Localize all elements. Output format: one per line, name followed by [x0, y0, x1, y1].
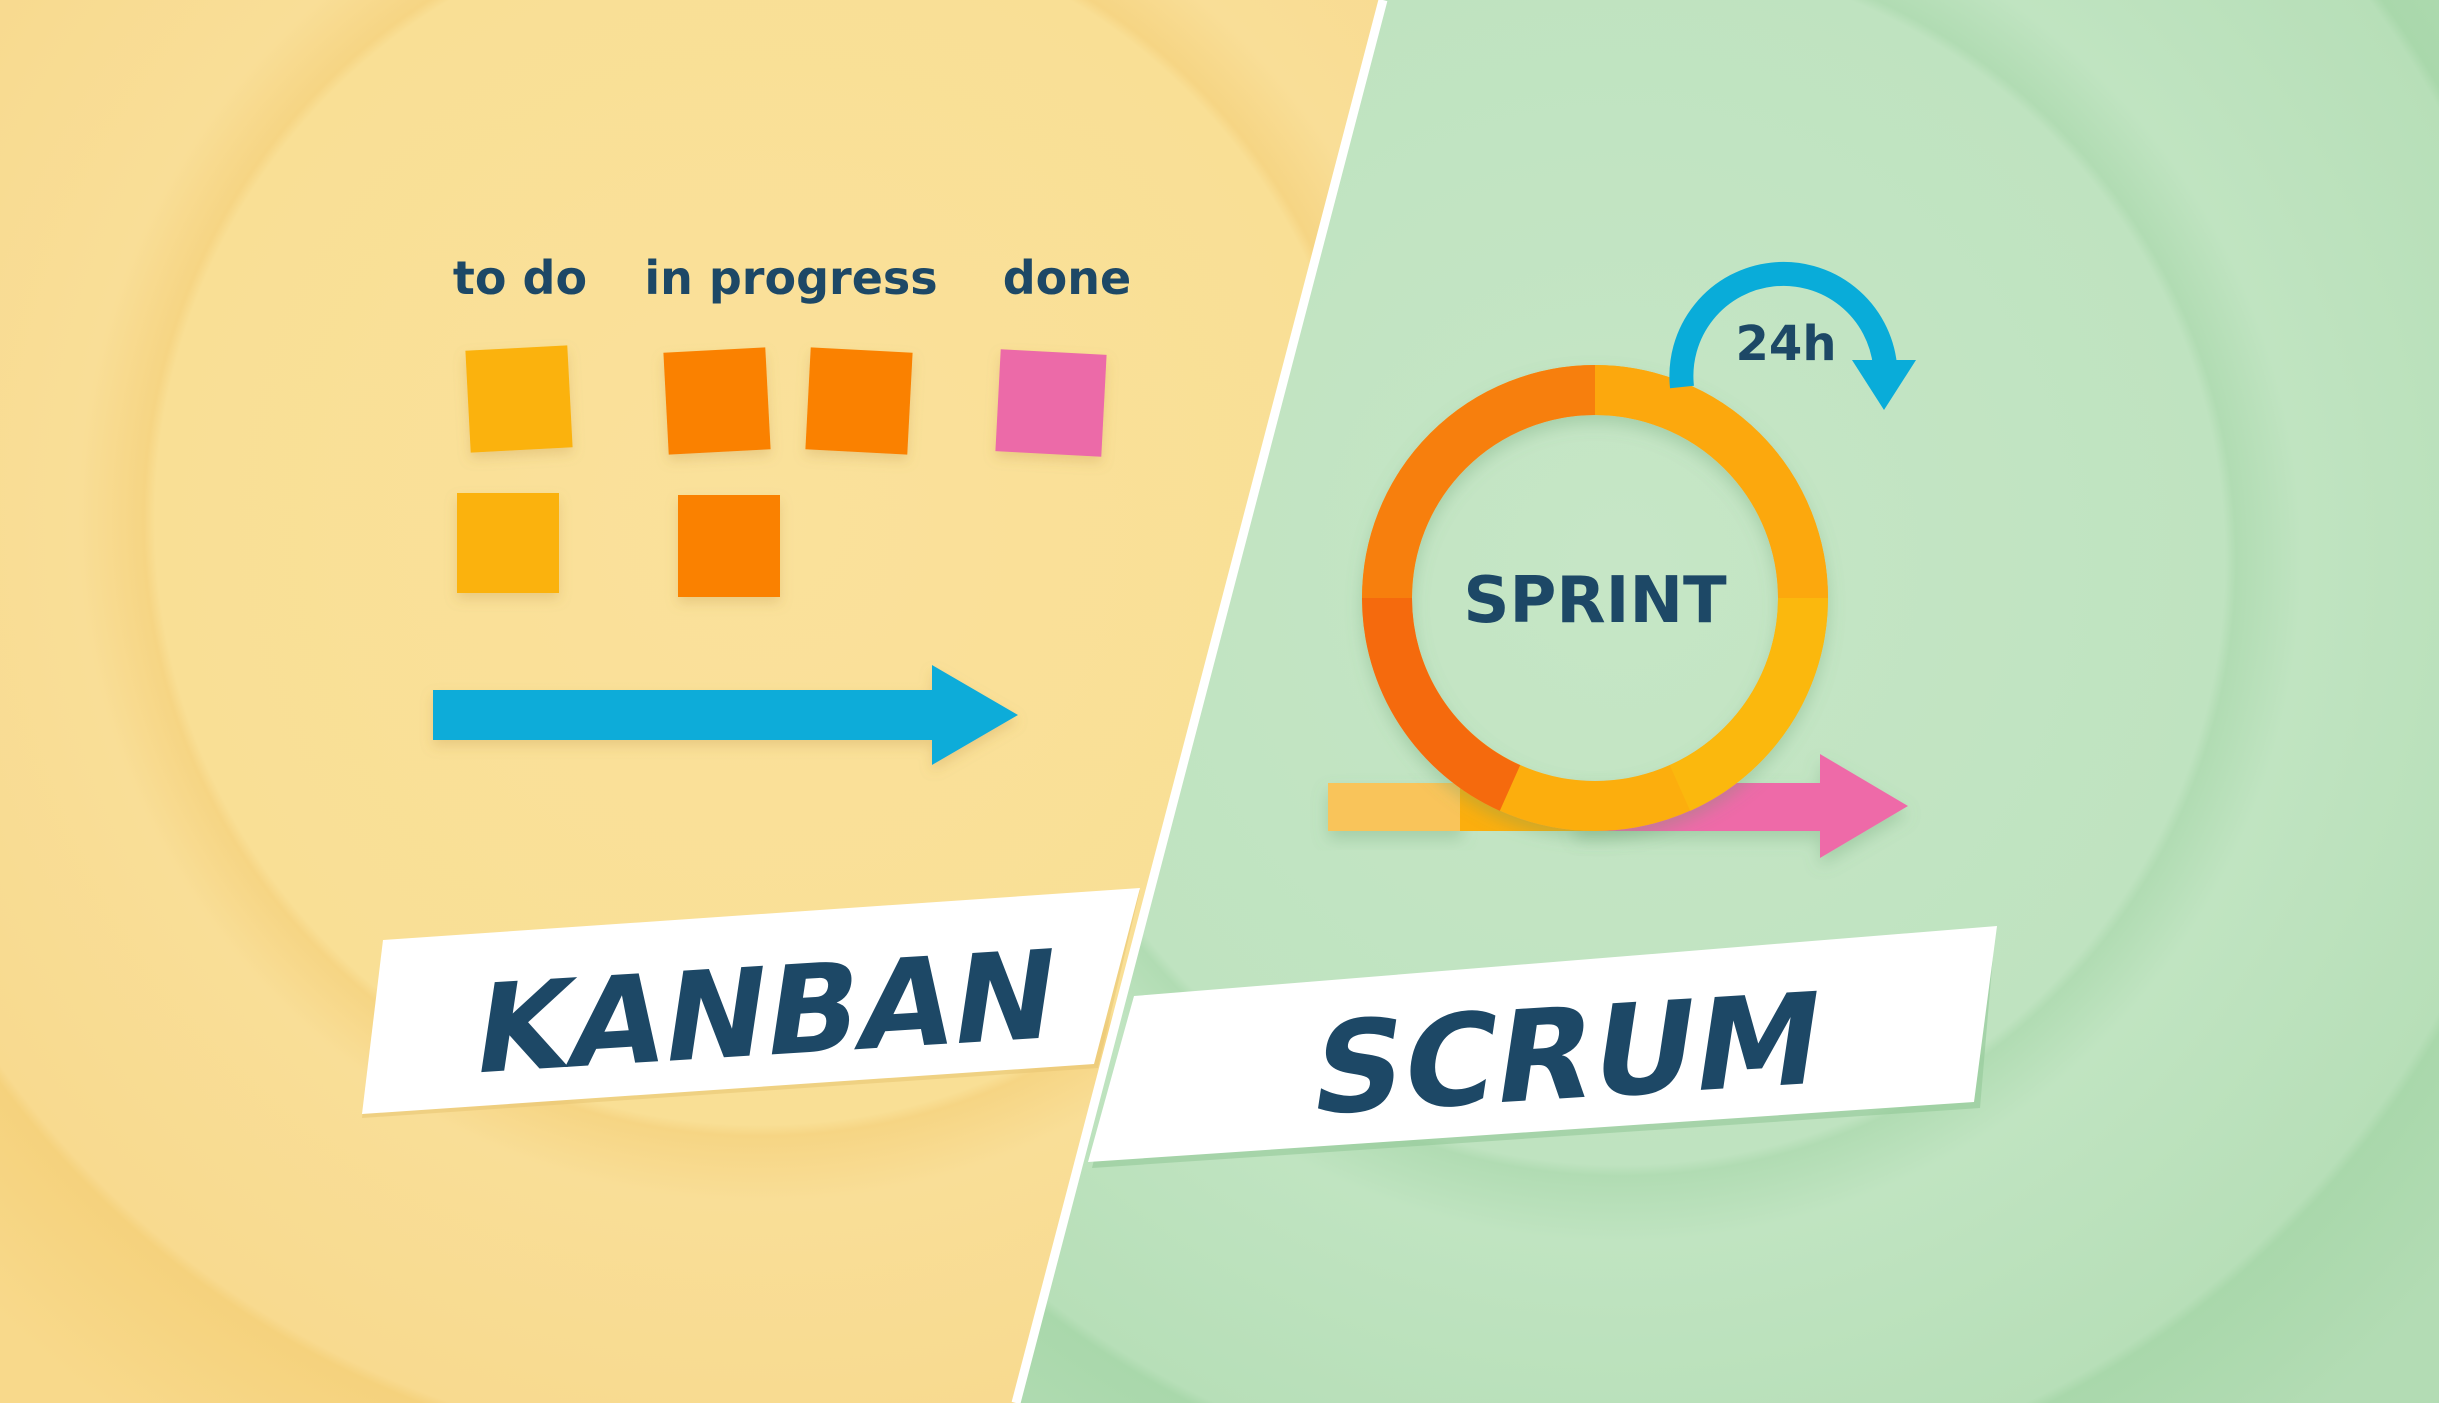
diagonal-divider [1011, 0, 1388, 1403]
daily-label: 24h [1736, 316, 1837, 372]
kanban-flow-arrow [433, 665, 1018, 765]
column-header-todo: to do [453, 251, 587, 305]
daily-cycle-arrow [1669, 261, 1916, 410]
scrum-title: SCRUM [1303, 966, 1832, 1145]
sticky-note-progress-2 [805, 347, 913, 455]
sprint-diagram: SPRINT 24h [1328, 261, 1916, 858]
sticky-note-todo-1 [465, 345, 573, 453]
kanban-board: to do in progress done [433, 251, 1131, 765]
kanban-title-banner: KANBAN [362, 888, 1140, 1118]
sprint-cycle-ring [1361, 365, 1829, 831]
sprint-label: SPRINT [1463, 564, 1727, 638]
sticky-note-todo-2 [457, 493, 559, 593]
sticky-note-progress-3 [678, 495, 780, 597]
column-header-done: done [1003, 251, 1131, 305]
scrum-title-banner: SCRUM [1088, 926, 1997, 1168]
sticky-note-done-1 [995, 349, 1107, 457]
sprint-input-bar [1328, 783, 1463, 831]
column-header-in-progress: in progress [644, 251, 937, 305]
sticky-note-progress-1 [663, 347, 771, 455]
